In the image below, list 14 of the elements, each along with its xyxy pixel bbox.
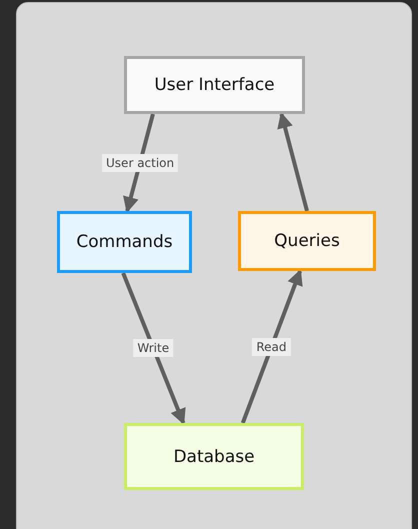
process-box [238,211,376,271]
box-label: Commands [76,232,173,252]
edge-label: Read [252,338,291,356]
edge-label: Write [133,339,174,357]
arrow [240,269,303,424]
box-label: Database [173,446,255,466]
arrow [277,112,309,212]
arrow [121,272,186,425]
process-box [124,423,304,490]
process-box [57,211,192,273]
box-label: User Interface [154,75,275,95]
box-label: Queries [274,231,340,251]
process-box [124,56,305,114]
edge-label: User action [102,154,178,172]
